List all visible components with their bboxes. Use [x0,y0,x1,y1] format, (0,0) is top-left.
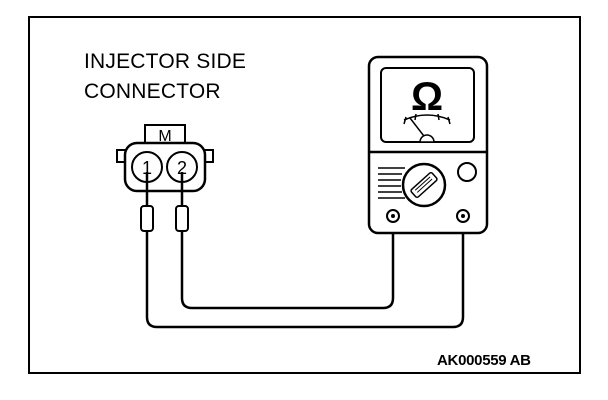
connector-pin-1-label: 1 [142,158,152,178]
terminal-left-hole [391,214,395,218]
lead-pin-1 [145,220,465,329]
connector-key-label: M [158,128,171,145]
test-leads [145,220,465,329]
connector-pin-2-label: 2 [177,158,187,178]
ohmmeter-needle-pivot [419,134,435,143]
ohmmeter: Ω [367,55,489,235]
injector-connector: M 1 2 [116,124,214,193]
diagram-frame [28,16,581,374]
range-selector-knob [410,171,438,199]
ohmmeter-scale-tick [447,116,451,125]
ohmmeter-scale-tick [437,113,440,121]
ohmmeter-scale-tick [414,113,417,121]
probe-1-handle [140,205,154,232]
connector-label-line-2: CONNECTOR [84,80,221,103]
ohmmeter-scale-tick [403,116,407,125]
ohm-symbol: Ω [411,75,443,119]
connector-label-line-1: INJECTOR SIDE [84,50,247,73]
test-probes [140,172,189,232]
figure-id: AK000559 AB [437,352,531,369]
probe-2-handle [175,205,189,232]
zero-adjust-knob [457,162,477,182]
range-scale-marks [378,167,405,199]
ohmmeter-scale-arc [403,114,451,121]
terminal-right-hole [461,214,465,218]
lead-pin-2 [180,220,395,310]
